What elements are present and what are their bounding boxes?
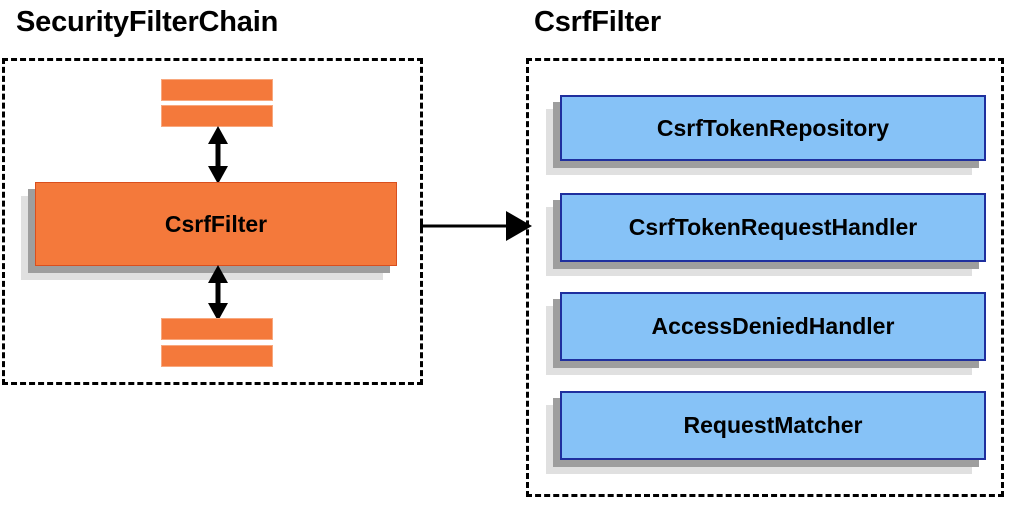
connector-arrow-right-icon: [420, 211, 532, 241]
card-csrf-filter-label: CsrfFilter: [35, 182, 397, 266]
card-label: RequestMatcher: [560, 391, 986, 460]
card-access-denied-handler[interactable]: AccessDeniedHandler: [546, 292, 986, 375]
card-csrf-token-request-handler[interactable]: CsrfTokenRequestHandler: [546, 193, 986, 276]
card-label: CsrfTokenRepository: [560, 95, 986, 161]
double-arrow-up-icon: [208, 126, 228, 184]
card-label: AccessDeniedHandler: [560, 292, 986, 361]
card-csrf-filter[interactable]: CsrfFilter: [21, 182, 397, 280]
page-title-csrf-filter: CsrfFilter: [534, 6, 661, 38]
card-label: CsrfTokenRequestHandler: [560, 193, 986, 262]
group-box-csrf-filter: [526, 58, 1004, 497]
double-arrow-down-icon: [208, 265, 228, 321]
filter-bar-below-2: [161, 345, 273, 367]
filter-bar-below-1: [161, 318, 273, 340]
filter-bar-above-2: [161, 105, 273, 127]
card-request-matcher[interactable]: RequestMatcher: [546, 391, 986, 474]
group-box-security-filter-chain: [2, 58, 423, 385]
page-title-security-filter-chain: SecurityFilterChain: [16, 6, 279, 38]
filter-bar-above-1: [161, 79, 273, 101]
card-csrf-token-repository[interactable]: CsrfTokenRepository: [546, 95, 986, 175]
